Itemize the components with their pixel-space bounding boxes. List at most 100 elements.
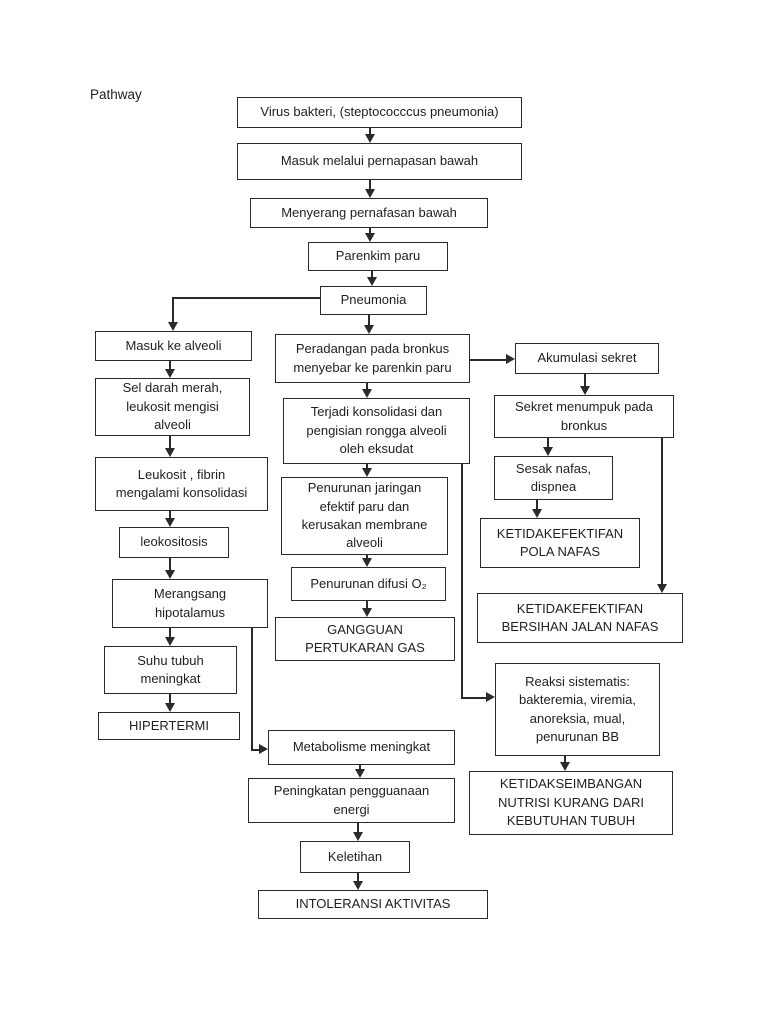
node-masuk-alveoli-label: Masuk ke alveoli — [125, 337, 222, 353]
arrowhead-akumulasi-sekretmenumpuk — [580, 386, 590, 395]
arrowhead-penurunan-difusi — [362, 558, 372, 567]
connector-terjadi-reaksi-h — [461, 697, 486, 699]
arrowhead-terjadi-reaksi — [486, 692, 495, 702]
connector-suhu-hipertermi — [169, 694, 171, 704]
arrowhead-leokositosis-merangsang — [165, 570, 175, 579]
node-reaksi-sistematis-label: Reaksi sistematis: bakteremia, viremia, … — [518, 673, 637, 744]
node-sel-darah: Sel darah merah, leukosit mengisi alveol… — [95, 378, 250, 436]
node-metabolisme-label: Metabolisme meningkat — [292, 739, 431, 755]
node-masuk-alveoli: Masuk ke alveoli — [95, 331, 252, 361]
node-gangguan-pertukaran-gas-label: GANGGUAN PERTUKARAN GAS — [305, 621, 425, 655]
node-peradangan: Peradangan pada bronkus menyebar ke pare… — [275, 334, 470, 383]
node-reaksi-sistematis: Reaksi sistematis: bakteremia, viremia, … — [495, 663, 660, 756]
page-title: Pathway — [90, 87, 142, 102]
node-hipertermi: HIPERTERMI — [98, 712, 240, 740]
arrowhead-metabolisme-peningkatan — [355, 769, 365, 778]
node-virus-bakteri-label: Virus bakteri, (steptococccus pneumonia) — [260, 104, 499, 120]
connector-reaksi-nutrisi — [564, 756, 566, 763]
node-leokositosis: leokositosis — [119, 527, 229, 558]
node-leokositosis-label: leokositosis — [140, 534, 208, 550]
arrowhead-reaksi-nutrisi — [560, 762, 570, 771]
connector-virus-masuk — [369, 128, 371, 135]
arrowhead-seldarah-leukosit — [165, 448, 175, 457]
arrowhead-alveoli-seldarah — [165, 369, 175, 378]
node-penurunan-difusi: Penurunan difusi O₂ — [291, 567, 446, 601]
arrowhead-pneumonia-alveoli — [168, 322, 178, 331]
node-menyerang: Menyerang pernafasan bawah — [250, 198, 488, 228]
connector-peningkatan-keletihan — [357, 823, 359, 833]
connector-penurunan-difusi — [366, 555, 368, 559]
node-merangsang-hipotalamus: Merangsang hipotalamus — [112, 579, 268, 628]
node-bersihan-jalan-nafas: KETIDAKEFEKTIFAN BERSIHAN JALAN NAFAS — [477, 593, 683, 643]
connector-akumulasi-sekretmenumpuk — [584, 374, 586, 387]
node-bersihan-jalan-nafas-label: KETIDAKEFEKTIFAN BERSIHAN JALAN NAFAS — [501, 600, 659, 634]
node-masuk-pernapasan: Masuk melalui pernapasan bawah — [237, 143, 522, 180]
node-metabolisme: Metabolisme meningkat — [268, 730, 455, 765]
node-peningkatan-energi: Peningkatan pengguanaan energi — [248, 778, 455, 823]
node-keletihan-label: Keletihan — [327, 848, 383, 864]
connector-merangsang-metabolisme-h — [251, 749, 259, 751]
connector-leokositosis-merangsang — [169, 558, 171, 571]
arrowhead-masuk-menyerang — [365, 189, 375, 198]
node-sesak-nafas: Sesak nafas, dispnea — [494, 456, 613, 500]
node-penurunan-jaringan-label: Penurunan jaringan efektif paru dan keru… — [301, 480, 428, 551]
node-suhu-tubuh: Suhu tubuh meningkat — [104, 646, 237, 694]
node-menyerang-label: Menyerang pernafasan bawah — [281, 204, 457, 220]
arrowhead-peradangan-akumulasi — [506, 354, 515, 364]
node-parenkim-paru: Parenkim paru — [308, 242, 448, 271]
connector-leukosit-leokositosis — [169, 511, 171, 519]
connector-peradangan-akumulasi-h — [470, 359, 506, 361]
node-keletihan: Keletihan — [300, 841, 410, 873]
connector-keletihan-intoleransi — [357, 873, 359, 882]
node-suhu-tubuh-label: Suhu tubuh meningkat — [137, 652, 204, 686]
arrowhead-terjadi-penurunan — [362, 468, 372, 477]
node-sel-darah-label: Sel darah merah, leukosit mengisi alveol… — [122, 380, 223, 433]
node-masuk-pernapasan-label: Masuk melalui pernapasan bawah — [280, 153, 479, 169]
node-leukosit-fibrin: Leukosit , fibrin mengalami konsolidasi — [95, 457, 268, 511]
arrowhead-pneumonia-peradangan — [364, 325, 374, 334]
arrowhead-keletihan-intoleransi — [353, 881, 363, 890]
node-ketidakseimbangan-nutrisi-label: KETIDAKSEIMBANGAN NUTRISI KURANG DARI KE… — [498, 776, 644, 829]
connector-merangsang-suhu — [169, 628, 171, 638]
connector-difusi-gangguan — [366, 601, 368, 609]
connector-terjadi-penurunan — [366, 464, 368, 469]
node-pneumonia: Pneumonia — [320, 286, 427, 315]
node-terjadi-konsolidasi-label: Terjadi konsolidasi dan pengisian rongga… — [306, 404, 447, 457]
connector-seldarah-leukosit — [169, 436, 171, 449]
connector-terjadi-reaksi-v — [461, 464, 463, 698]
node-penurunan-difusi-label: Penurunan difusi O₂ — [310, 575, 427, 591]
node-penurunan-jaringan: Penurunan jaringan efektif paru dan keru… — [281, 477, 448, 555]
node-intoleransi-label: INTOLERANSI AKTIVITAS — [295, 896, 451, 912]
arrowhead-difusi-gangguan — [362, 608, 372, 617]
node-akumulasi-sekret: Akumulasi sekret — [515, 343, 659, 374]
connector-metabolisme-peningkatan — [359, 765, 361, 770]
arrowhead-merangsang-suhu — [165, 637, 175, 646]
arrowhead-virus-masuk — [365, 134, 375, 143]
node-sekret-menumpuk-label: Sekret menumpuk pada bronkus — [514, 399, 654, 433]
arrowhead-sekret-bersihan — [657, 584, 667, 593]
connector-sesak-polanafas — [536, 500, 538, 510]
node-peradangan-label: Peradangan pada bronkus menyebar ke pare… — [293, 341, 452, 375]
arrowhead-leukosit-leokositosis — [165, 518, 175, 527]
connector-peradangan-terjadi — [366, 383, 368, 390]
connector-sekret-sesak — [547, 438, 549, 448]
arrowhead-sekret-sesak — [543, 447, 553, 456]
node-sekret-menumpuk: Sekret menumpuk pada bronkus — [494, 395, 674, 438]
node-gangguan-pertukaran-gas: GANGGUAN PERTUKARAN GAS — [275, 617, 455, 661]
connector-masuk-menyerang — [369, 180, 371, 190]
node-merangsang-hipotalamus-label: Merangsang hipotalamus — [153, 586, 227, 620]
connector-merangsang-metabolisme-v — [251, 628, 253, 750]
arrowhead-merangsang-metabolisme — [259, 744, 268, 754]
node-sesak-nafas-label: Sesak nafas, dispnea — [515, 460, 592, 494]
connector-pneumonia-alveoli-v — [172, 297, 174, 323]
connector-sekret-bersihan-v — [661, 438, 663, 585]
node-virus-bakteri: Virus bakteri, (steptococccus pneumonia) — [237, 97, 522, 128]
node-akumulasi-sekret-label: Akumulasi sekret — [537, 350, 637, 366]
arrowhead-menyerang-parenkim — [365, 233, 375, 242]
connector-pneumonia-peradangan — [368, 315, 370, 326]
node-pola-nafas: KETIDAKEFEKTIFAN POLA NAFAS — [480, 518, 640, 568]
connector-pneumonia-alveoli-h — [172, 297, 320, 299]
connector-parenkim-pneumonia — [371, 271, 373, 278]
connector-alveoli-seldarah — [169, 361, 171, 370]
